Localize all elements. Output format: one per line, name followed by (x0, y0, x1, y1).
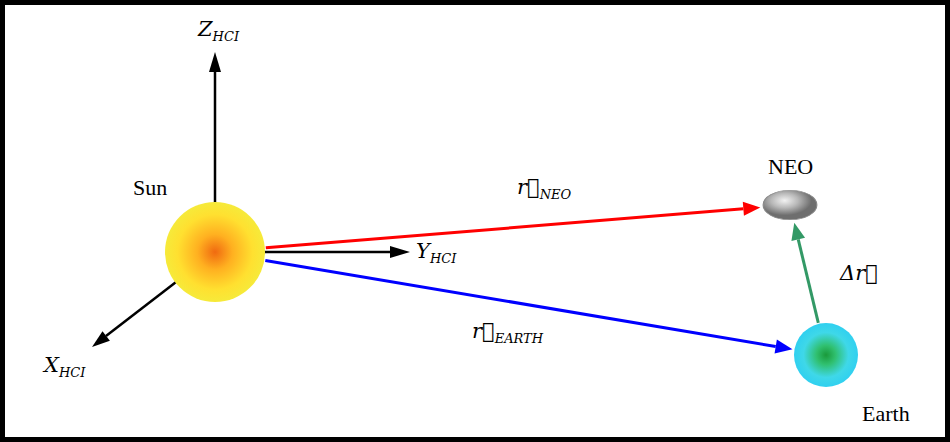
arrowhead (775, 340, 793, 354)
x-axis-arrowhead (92, 331, 110, 347)
arrowhead (791, 223, 805, 241)
vector-arrow (266, 209, 744, 248)
node-label: NEO (768, 155, 813, 179)
vector-arrow (265, 260, 775, 346)
vector-label: Δr⃗ (838, 262, 880, 285)
sun-node: Sun (165, 202, 265, 302)
y-axis-arrowhead (390, 246, 410, 258)
vector-label: r⃗NEO (515, 176, 573, 202)
node-label: Earth (862, 402, 910, 426)
sun-shape (165, 202, 265, 302)
axis-label: ZHCI (196, 18, 241, 44)
z-axis-arrowhead (209, 52, 221, 72)
axis-label: YHCI (414, 240, 458, 266)
axis-label: XHCI (42, 354, 87, 380)
neo-node: NEO (762, 189, 818, 221)
arrowhead (743, 202, 761, 216)
vector-arrow (798, 239, 818, 323)
earth-node: Earth (794, 323, 858, 387)
earth-shape (794, 323, 858, 387)
node-label: Sun (133, 176, 167, 200)
neo-shape (762, 189, 818, 221)
vector-label: r⃗EARTH (470, 320, 545, 346)
